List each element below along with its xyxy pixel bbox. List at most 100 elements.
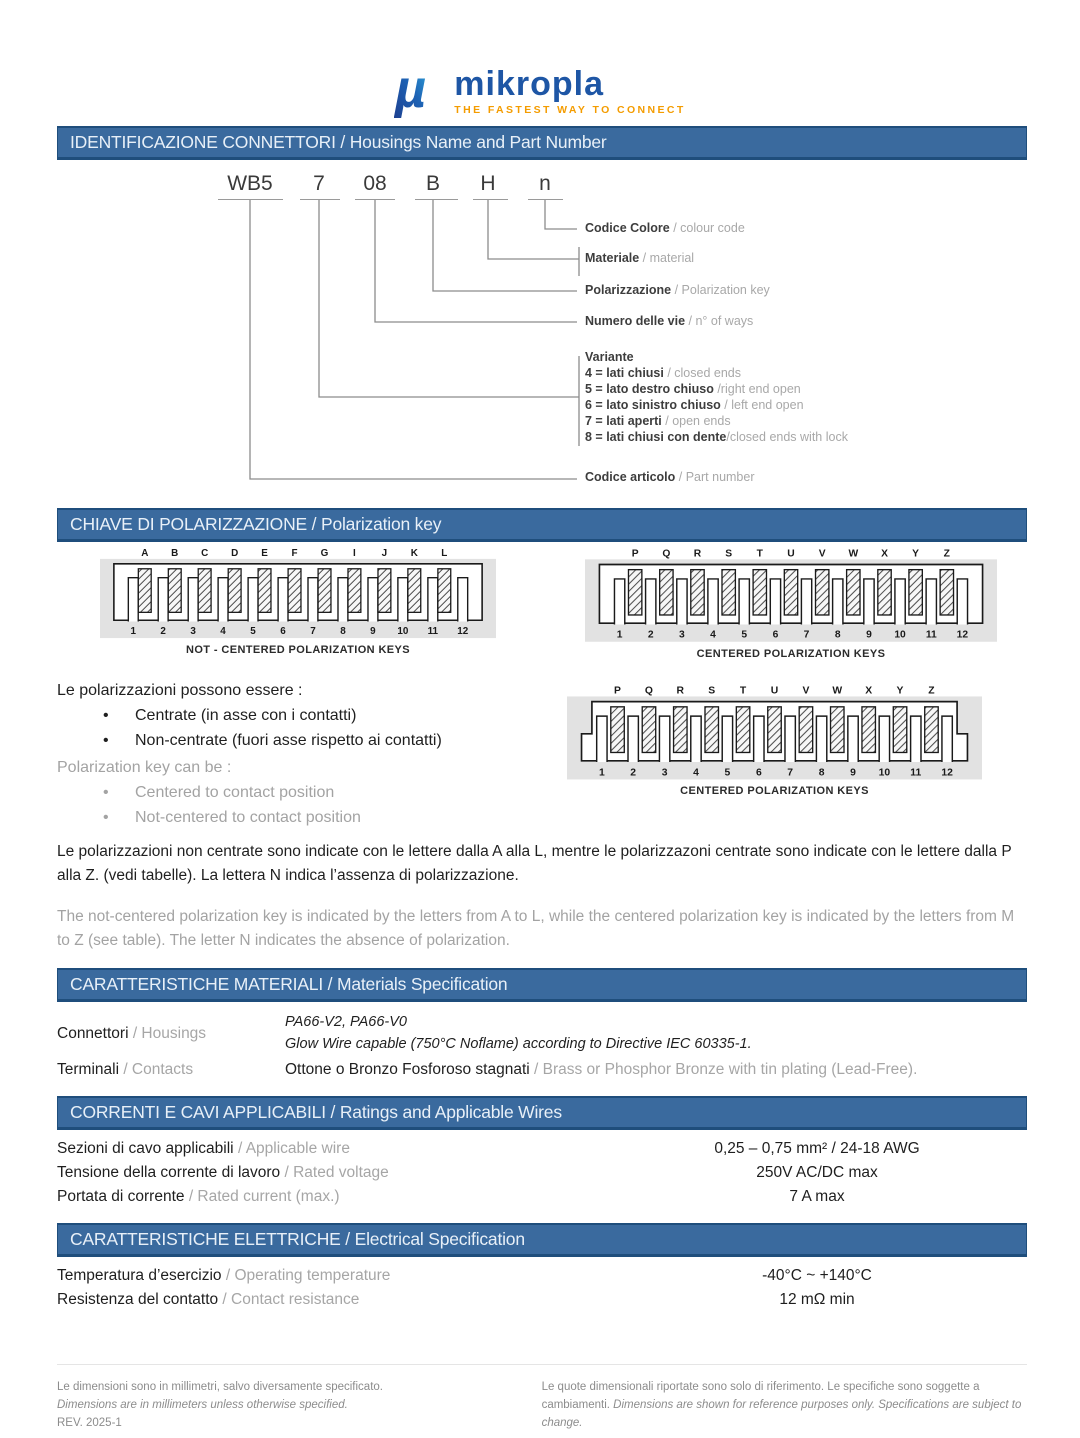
slot-number: 4 — [710, 630, 716, 641]
slot-number: 7 — [310, 626, 316, 637]
slot-number: 12 — [457, 626, 468, 637]
token-underline — [415, 199, 458, 200]
part-number-diagram: WB5 7 08 B H n Codice Colore / colour co… — [57, 169, 1027, 501]
contact-slot — [127, 576, 139, 622]
polarization-text-row: Le polarizzazioni possono essere : Centr… — [57, 680, 1027, 830]
footer-line: Le dimensioni sono in millimetri, salvo … — [57, 1381, 383, 1394]
ratings-section: CORRENTI E CAVI APPLICABILI / Ratings an… — [57, 1096, 1027, 1209]
polarization-key — [924, 706, 939, 754]
part-code-segment: n — [539, 172, 551, 195]
polarization-key — [137, 568, 152, 613]
contact-slot — [863, 578, 875, 625]
variante-item: 5 = lato destro chiuso /right end open — [585, 382, 801, 396]
polarization-key — [659, 568, 674, 616]
key-letter: Q — [645, 685, 653, 696]
section-header-electrical: CARATTERISTICHE ELETTRICHE / Electrical … — [57, 1223, 1027, 1258]
list-intro: Polarization key can be : — [57, 758, 232, 776]
polarization-key — [877, 568, 892, 616]
list-item: Non-centrate (fuori asse rispetto ai con… — [57, 728, 567, 753]
polarization-key — [752, 568, 768, 616]
row-label: Sezioni di cavo applicabili / Applicable… — [57, 1140, 350, 1158]
contact-slot — [800, 578, 813, 625]
contact-slot — [397, 576, 409, 622]
key-letter: Q — [662, 548, 670, 559]
contact-slot — [721, 715, 734, 762]
contact-slot — [595, 715, 608, 762]
token-underline — [218, 199, 283, 200]
polarization-paragraph-english: The not-centered polarization key is ind… — [57, 907, 1015, 950]
table-row: Connettori / Housings PA66-V2, PA66-V0 G… — [57, 1009, 1027, 1059]
slot-number: 1 — [617, 630, 623, 641]
contact-slot — [217, 576, 229, 622]
slot-number: 5 — [741, 630, 747, 641]
contact-slot — [307, 576, 319, 622]
slot-number: 11 — [926, 630, 937, 641]
contact-slot — [367, 576, 379, 622]
slot-number: 3 — [190, 626, 196, 637]
mu-icon: µ — [394, 62, 426, 119]
key-letter: B — [171, 548, 178, 559]
contact-slot — [815, 715, 828, 762]
key-letter: J — [382, 548, 388, 559]
row-label: Tensione della corrente di lavoro / Rate… — [57, 1164, 389, 1182]
polarization-key — [783, 568, 799, 616]
polarization-key — [814, 568, 830, 616]
contact-slot — [644, 578, 657, 625]
callout-material: Materiale / material — [585, 251, 695, 265]
footer-right: Le quote dimensionali riportate sono sol… — [542, 1379, 1027, 1432]
slot-number: 6 — [280, 626, 286, 637]
row-label: Resistenza del contatto / Contact resist… — [57, 1291, 360, 1309]
contact-slot — [738, 578, 751, 625]
polarization-key — [377, 568, 392, 613]
key-letter: Y — [912, 548, 919, 559]
row-value: 12 mΩ min — [779, 1291, 855, 1309]
slot-number: 5 — [250, 626, 256, 637]
row-label: Terminali / Contacts — [57, 1061, 194, 1079]
polarization-key — [892, 706, 908, 754]
callout-colour-code: Codice Colore / colour code — [585, 221, 745, 235]
part-code-segment: B — [425, 172, 440, 195]
key-letter: I — [353, 548, 356, 559]
polarization-key — [641, 706, 657, 754]
key-letter: K — [411, 548, 419, 559]
token-underline — [528, 199, 563, 200]
footer-note-italic: Dimensions are shown for reference purpo… — [541, 1399, 1022, 1429]
key-letter: Y — [897, 685, 904, 696]
key-letter: P — [614, 685, 621, 696]
variante-title: Variante — [585, 350, 634, 364]
table-row: Resistenza del contatto / Contact resist… — [57, 1288, 1027, 1312]
footer-note: Le quote dimensionali riportate sono sol… — [541, 1381, 980, 1412]
key-letter: T — [757, 548, 764, 559]
list-item: Not-centered to contact position — [57, 805, 567, 830]
polarization-key — [861, 706, 877, 754]
part-code-segment: 08 — [363, 172, 387, 195]
part-code-segment: 7 — [313, 172, 325, 195]
polarization-key — [627, 568, 643, 616]
contact-slot — [613, 578, 626, 625]
part-code-segment: WB5 — [227, 172, 273, 195]
polarization-key — [908, 568, 923, 616]
contact-slot — [941, 715, 954, 762]
contact-slot — [690, 715, 702, 762]
contact-slot — [187, 576, 199, 622]
contact-slot — [956, 578, 969, 625]
slot-number: 1 — [131, 626, 137, 637]
diagram-caption: CENTERED POLARIZATION KEYS — [696, 647, 886, 660]
slot-number: 9 — [866, 630, 872, 641]
slot-number: 6 — [756, 767, 762, 778]
polarization-key — [798, 706, 814, 754]
key-letter: F — [292, 548, 298, 559]
footer-revision: REV. 2025-1 — [57, 1416, 122, 1429]
polarization-key — [610, 706, 625, 754]
contact-slot — [925, 578, 938, 625]
key-letter: Z — [928, 685, 935, 696]
row-value: 7 A max — [789, 1188, 845, 1206]
table-row: Terminali / Contacts Ottone o Bronzo Fos… — [57, 1058, 1027, 1082]
slot-number: 11 — [428, 626, 439, 637]
slot-number: 2 — [630, 767, 636, 778]
